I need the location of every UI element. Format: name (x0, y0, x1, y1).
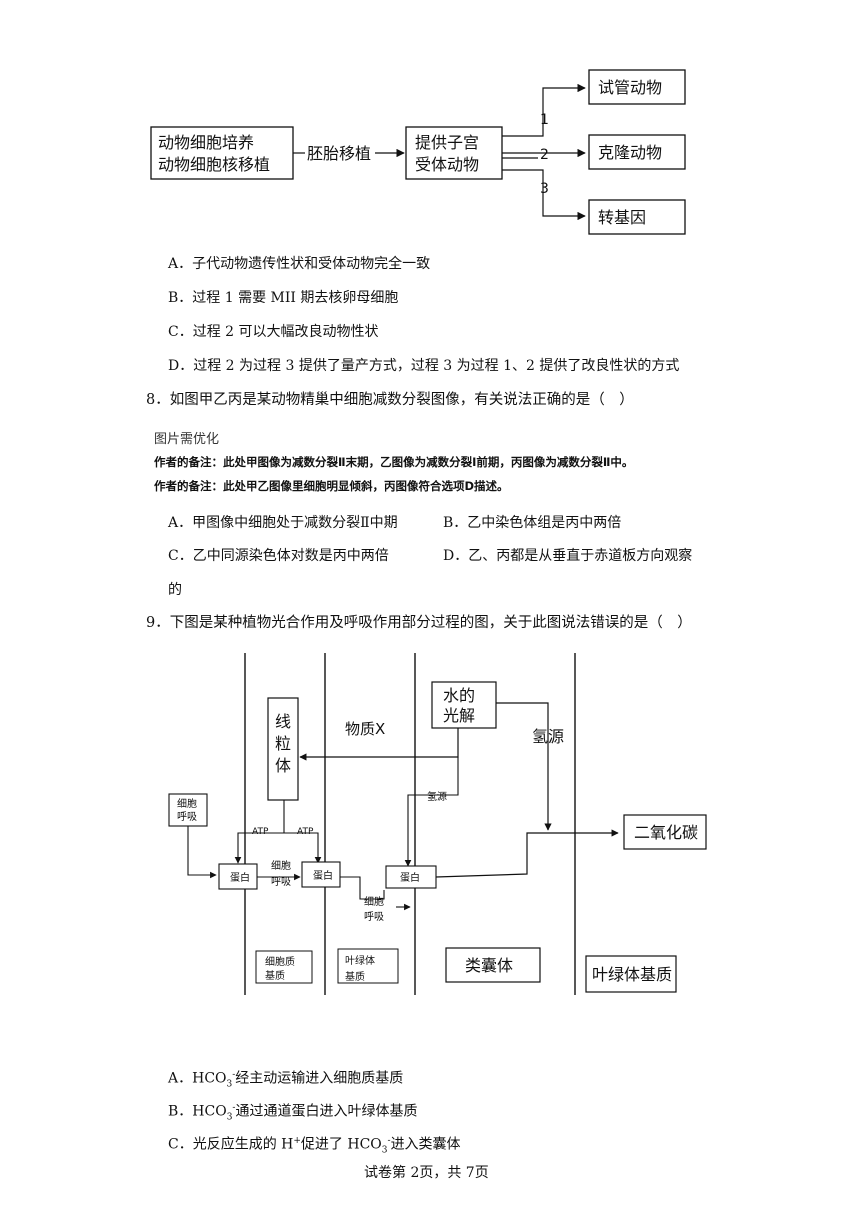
embryo-transfer-diagram: 动物细胞培养 动物细胞核移植 胚胎移植 提供子宫 受体动物 1 2 3 试管动物… (150, 69, 686, 235)
q9-option-c: C．光反应生成的 H+促进了 HCO3-进入类囊体 (168, 1136, 461, 1156)
atp-line-2 (284, 832, 322, 864)
box-thylakoid (445, 947, 541, 983)
protein-1-label: 蛋白 (230, 871, 250, 884)
author-note-1: 作者的备注：此处甲图像为减数分裂Ⅱ末期，乙图像为减数分裂Ⅰ前期，丙图像为减数分裂… (154, 455, 634, 469)
out-transgenic: 转基因 (598, 208, 646, 227)
mito-3: 体 (275, 756, 291, 775)
box-cytoplasm-matrix (255, 950, 313, 984)
mito-1: 线 (275, 712, 291, 731)
label-atp-1: ATP (252, 827, 269, 837)
protein-2-label: 蛋白 (313, 869, 333, 882)
photosynthesis-diagram: 水的 光解 线 粒 体 物质X 氢源 氢源 细胞 呼吸 ATP ATP 蛋白 蛋… (168, 653, 707, 995)
co2-label: 二氧化碳 (634, 823, 698, 842)
chloro-1: 叶绿体 (345, 954, 375, 967)
box-recipient-line2: 受体动物 (415, 155, 479, 174)
box-recipient-line1: 提供子宫 (415, 133, 479, 152)
resp-label-4: 呼吸 (364, 911, 384, 923)
q8-option-a: A．甲图像中细胞处于减数分裂Ⅱ中期 (168, 515, 398, 531)
resp-box-2: 呼吸 (177, 811, 197, 823)
label-substance-x: 物质X (345, 720, 385, 738)
path-label-2: 2 (540, 147, 549, 163)
arrow-protein2-to-3 (340, 876, 385, 900)
q7-option-a: A．子代动物遗传性状和受体动物完全一致 (168, 256, 431, 272)
q8-option-d: D．乙、丙都是从垂直于赤道板方向观察 (443, 548, 693, 564)
q7-option-b: B．过程 1 需要 MII 期去核卵母细胞 (168, 290, 399, 306)
arrow-label-embryo-transfer: 胚胎移植 (307, 144, 371, 163)
box-chloroplast-matrix (337, 948, 399, 984)
box-test-tube-animal (588, 69, 686, 105)
stroma-label: 叶绿体基质 (592, 965, 672, 984)
page-footer: 试卷第 2页，共 7页 (364, 1165, 489, 1181)
q8-stem: 8．如图甲乙丙是某动物精巢中细胞减数分裂图像，有关说法正确的是（ ） (146, 392, 634, 408)
box-cloned-animal (588, 134, 686, 170)
q7-option-d: D．过程 2 为过程 3 提供了量产方式，过程 3 为过程 1、2 提供了改良性… (168, 358, 680, 374)
path-label-3: 3 (540, 181, 549, 197)
q9-stem: 9．下图是某种植物光合作用及呼吸作用部分过程的图，关于此图说法错误的是（ ） (146, 615, 692, 631)
cytoplasm-1: 细胞质 (265, 955, 295, 968)
atp-line (234, 800, 285, 864)
resp-label-2: 呼吸 (271, 876, 291, 888)
resp-label-1: 细胞 (271, 859, 291, 872)
out-test-tube-animal: 试管动物 (598, 78, 662, 97)
box-mitochondria (267, 697, 299, 801)
resp-box-1: 细胞 (177, 797, 197, 810)
q8-option-c-tail: 的 (168, 582, 182, 598)
box-transgenic (588, 199, 686, 235)
arrow-path-3 (502, 169, 586, 221)
q8-option-b: B．乙中染色体组是丙中两倍 (443, 515, 622, 531)
mito-2: 粒 (275, 734, 291, 753)
water-line2: 光解 (443, 706, 475, 725)
q9-option-b: B．HCO3-通过通道蛋白进入叶绿体基质 (168, 1103, 418, 1123)
box-co2 (623, 814, 707, 850)
q7-option-c: C．过程 2 可以大幅改良动物性状 (168, 324, 379, 340)
path-label-1: 1 (540, 112, 549, 128)
arrow-to-co2 (435, 829, 619, 878)
arrow-resp-to-protein (187, 826, 217, 879)
label-atp-2: ATP (297, 827, 314, 837)
label-hydrogen-small: 氢源 (427, 790, 447, 803)
arrow-hydrogen-source (496, 702, 552, 831)
box-stroma (585, 955, 677, 993)
resp-label-3: 细胞 (364, 895, 384, 908)
thylakoid-label: 类囊体 (465, 956, 513, 975)
water-line1: 水的 (443, 686, 475, 705)
author-note-2: 作者的备注：此处甲乙图像里细胞明显倾斜，丙图像符合选项D描述。 (154, 479, 509, 493)
box-water-photolysis (431, 681, 497, 729)
arrow-hydrogen-small (404, 757, 459, 867)
arrow-path-1 (502, 83, 586, 137)
q9-option-a: A．HCO3-经主动运输进入细胞质基质 (168, 1070, 404, 1090)
box-cell-culture-line1: 动物细胞培养 (158, 133, 254, 152)
protein-2 (301, 861, 341, 888)
out-cloned-animal: 克隆动物 (598, 143, 662, 162)
cytoplasm-2: 基质 (265, 969, 285, 982)
q8-option-c: C．乙中同源染色体对数是丙中两倍 (168, 548, 389, 564)
image-note: 图片需优化 (154, 432, 220, 447)
label-hydrogen-source: 氢源 (532, 727, 564, 746)
protein-3-label: 蛋白 (400, 871, 420, 884)
protein-1 (218, 863, 258, 890)
box-cell-respiration (168, 793, 208, 827)
chloro-2: 基质 (345, 970, 365, 983)
box-cell-culture-line2: 动物细胞核移植 (158, 155, 270, 174)
